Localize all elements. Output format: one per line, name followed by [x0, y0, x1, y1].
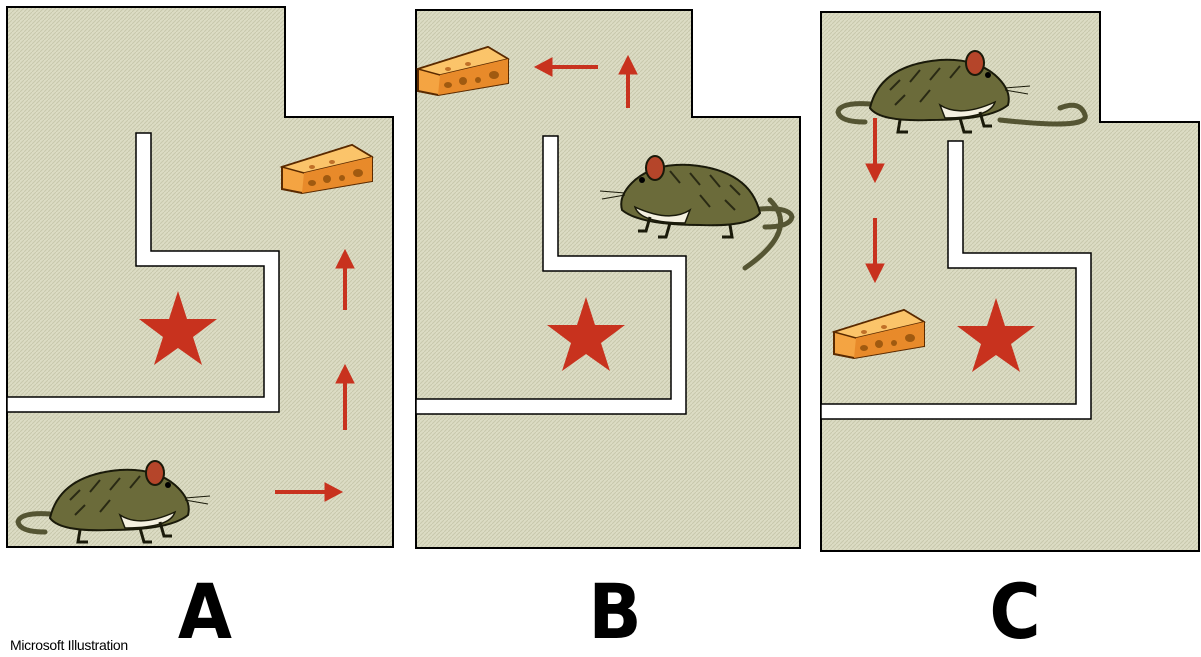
maze-wall [6, 132, 280, 413]
arrow-icon [533, 54, 638, 108]
panel-c [820, 11, 1200, 552]
star-icon [547, 297, 625, 371]
arrow-icon [865, 118, 885, 284]
star-icon [139, 291, 217, 365]
panel-label-c: C [989, 567, 1041, 656]
panel-b [415, 9, 801, 549]
star-icon [957, 298, 1035, 372]
panel-label-a: A [177, 567, 233, 656]
maze-wall [820, 140, 1092, 420]
maze-wall [415, 135, 687, 415]
credit-text: Microsoft Illustration [10, 637, 128, 653]
panel-a [6, 6, 394, 548]
panel-label-b: B [588, 567, 642, 656]
arrow-icon [275, 248, 355, 502]
